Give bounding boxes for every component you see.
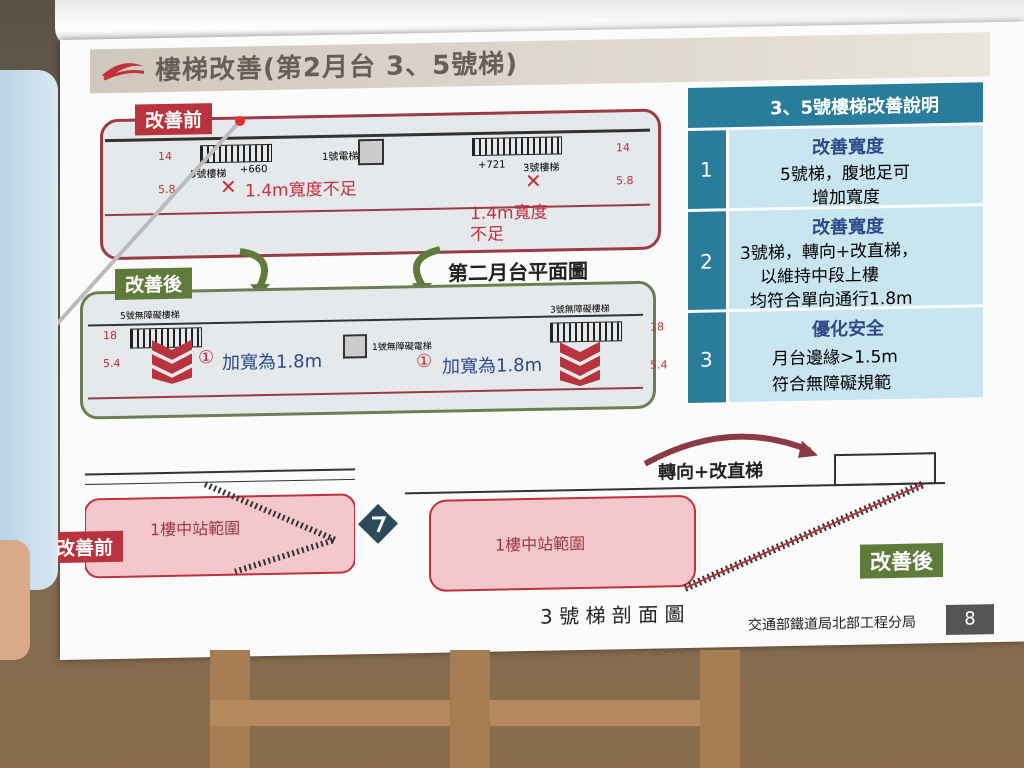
- chevron-down-icon: [152, 339, 192, 388]
- dim-18: 18: [650, 320, 664, 334]
- dim-58: 5.8: [616, 173, 634, 188]
- section-before-drawing: [84, 459, 356, 584]
- hand: [0, 540, 30, 660]
- presentation-board: 樓梯改善(第2月台 3、5號梯) 改善前 5號樓梯 +660 1號電梯 +721…: [46, 21, 1024, 661]
- widen-2: 加寬為1.8m: [442, 354, 543, 378]
- elevator-icon: [358, 138, 384, 166]
- elevator-icon: [343, 334, 367, 359]
- issue-1: 1.4m寬度不足: [245, 179, 357, 202]
- dim-54: 5.4: [650, 358, 668, 372]
- stair3-accessible-label: 3號無障礙樓梯: [550, 304, 610, 316]
- table-row-line: 5號梯，腹地足可: [780, 162, 910, 186]
- stair-3-icon: [472, 136, 562, 157]
- dim-14: 14: [616, 141, 630, 155]
- table-row-heading: 改善寬度: [812, 136, 884, 159]
- arrow-right-icon: [358, 503, 398, 549]
- curved-arrow-icon: [640, 425, 820, 472]
- logo-icon: [98, 54, 148, 85]
- table-header-text: 3、5號樓梯改善說明: [770, 95, 940, 120]
- circle-num: ①: [416, 350, 433, 373]
- table-row-line: 3號梯，轉向+改直梯，: [740, 240, 919, 264]
- table-row-line: 以維持中段上樓: [760, 265, 879, 288]
- easel: [150, 650, 1024, 768]
- table-row-num: 3: [700, 347, 713, 372]
- table-row-line: 符合無障礙規範: [772, 373, 891, 396]
- table-row-num: 2: [700, 249, 713, 274]
- section-after-drawing: [405, 443, 945, 603]
- section-title: 3 號 梯 剖 面 圖: [540, 602, 685, 629]
- person-arm: [0, 70, 58, 590]
- table-row-line: 月台邊緣>1.5m: [772, 346, 898, 370]
- table-row-num: 1: [700, 157, 713, 182]
- zone-right: 1樓中站範圍: [495, 533, 586, 555]
- x-mark-icon: ✕: [525, 168, 542, 194]
- table-row-line: 增加寬度: [812, 187, 880, 209]
- issue-2b: 不足: [470, 224, 504, 246]
- table-row-line: 均符合單向通行1.8m: [750, 288, 913, 312]
- turn-label: 轉向+改直梯: [658, 460, 764, 484]
- stair-3-icon: [550, 321, 622, 343]
- slide-title: 樓梯改善(第2月台 3、5號梯): [155, 49, 519, 87]
- table-row-heading: 優化安全: [812, 318, 884, 341]
- elev-721: +721: [478, 159, 506, 171]
- zone-left: 1樓中站範圍: [150, 518, 241, 540]
- page-number: 8: [946, 604, 994, 635]
- elevator-label: 1號電梯: [322, 151, 359, 163]
- section-after-tag: 改善後: [860, 543, 943, 579]
- chevron-down-icon: [560, 341, 600, 391]
- footer-org: 交通部鐵道局北部工程分局: [748, 614, 916, 634]
